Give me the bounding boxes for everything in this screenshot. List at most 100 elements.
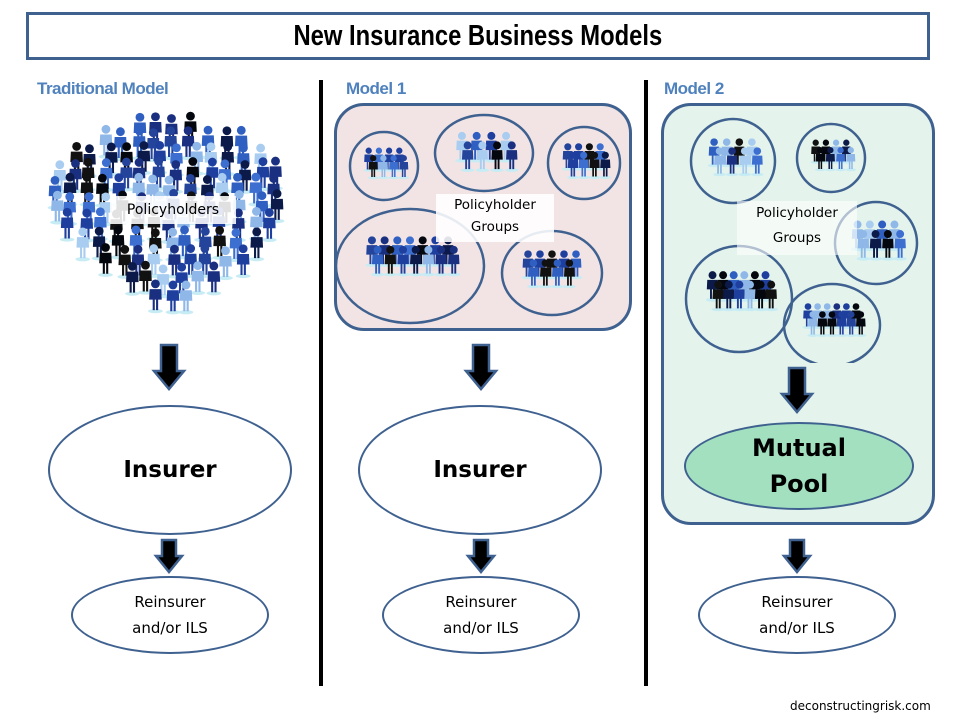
person-figure xyxy=(845,147,857,172)
person-figure xyxy=(388,155,399,180)
person-figure xyxy=(461,141,475,172)
person-figure xyxy=(378,155,389,180)
person-figure xyxy=(527,259,540,289)
person-figure xyxy=(447,245,461,277)
person-figure xyxy=(148,279,163,314)
person-figure xyxy=(725,147,739,177)
person-figure xyxy=(855,311,867,337)
person-figure xyxy=(539,259,552,289)
group-circle xyxy=(348,130,420,202)
reinsurer-line-2: and/or ILS xyxy=(132,619,208,637)
mutual-pool-line-1: Mutual xyxy=(752,434,846,462)
person-figure xyxy=(261,208,277,242)
group-circle xyxy=(433,113,535,193)
reinsurer-line-1: Reinsurer xyxy=(761,593,833,611)
person-figure xyxy=(117,245,133,279)
person-figure xyxy=(732,280,747,312)
person-figure xyxy=(128,225,144,260)
person-figure xyxy=(743,280,757,312)
insurer-node-traditional: Insurer xyxy=(48,405,292,535)
down-arrow-icon xyxy=(153,538,185,574)
person-figure xyxy=(190,261,206,296)
group-circle xyxy=(546,125,622,201)
person-figure xyxy=(59,207,75,242)
person-figure xyxy=(722,280,736,312)
person-figure xyxy=(856,230,870,261)
person-figure xyxy=(588,151,601,180)
caption-line-2: Groups xyxy=(470,219,520,235)
person-figure xyxy=(738,147,751,177)
person-figure xyxy=(367,155,379,180)
person-figure xyxy=(713,147,726,177)
person-figure xyxy=(235,244,251,279)
down-arrow-icon xyxy=(463,343,499,391)
group-circle xyxy=(334,207,486,325)
person-figure xyxy=(75,227,91,262)
model-1-groups xyxy=(334,103,632,331)
person-figure xyxy=(165,280,181,315)
down-arrow-icon xyxy=(781,538,813,574)
caption-line-1: Policyholder xyxy=(756,205,838,221)
person-figure xyxy=(475,141,489,172)
group-circle xyxy=(782,282,882,363)
person-figure xyxy=(138,260,153,295)
down-arrow-icon xyxy=(779,366,815,414)
person-figure xyxy=(893,230,907,261)
model-1-caption: Policyholder Groups xyxy=(436,194,554,242)
insurer-label: Insurer xyxy=(433,457,527,483)
reinsurer-node-model-2: Reinsurer and/or ILS xyxy=(698,576,896,654)
mutual-pool-node: Mutual Pool xyxy=(684,422,914,510)
group-circle xyxy=(500,229,604,317)
person-figure xyxy=(751,147,764,177)
reinsurer-line-2: and/or ILS xyxy=(443,619,519,637)
person-figure xyxy=(398,155,410,180)
person-figure xyxy=(551,259,564,289)
down-arrow-icon xyxy=(151,343,187,391)
group-circle xyxy=(795,122,867,194)
person-figure xyxy=(711,280,725,312)
person-figure xyxy=(826,311,838,337)
person-figure xyxy=(383,245,397,277)
person-figure xyxy=(825,147,836,172)
insurer-label: Insurer xyxy=(123,457,217,483)
person-figure xyxy=(206,261,222,296)
person-figure xyxy=(814,147,826,172)
person-figure xyxy=(249,227,265,262)
column-label-model-1: Model 1 xyxy=(346,79,406,98)
reinsurer-node-traditional: Reinsurer and/or ILS xyxy=(71,576,269,654)
person-figure xyxy=(881,230,895,261)
person-figure xyxy=(177,225,192,260)
people-group-icon xyxy=(334,113,622,325)
person-figure xyxy=(434,245,448,277)
person-figure xyxy=(396,245,410,277)
column-label-traditional: Traditional Model xyxy=(37,79,169,98)
person-figure xyxy=(110,225,126,260)
person-figure xyxy=(124,261,140,296)
person-figure xyxy=(566,151,579,180)
site-credit: deconstructingrisk.com xyxy=(790,699,931,713)
person-figure xyxy=(218,246,233,281)
person-figure xyxy=(505,141,519,172)
person-figure xyxy=(868,230,883,261)
person-figure xyxy=(421,245,436,277)
policyholders-caption: Policyholders xyxy=(110,196,236,224)
column-divider-1 xyxy=(319,80,323,686)
person-figure xyxy=(490,141,504,172)
reinsurer-line-1: Reinsurer xyxy=(445,593,517,611)
mutual-pool-line-2: Pool xyxy=(769,470,829,498)
column-divider-2 xyxy=(644,80,648,686)
person-figure xyxy=(807,311,819,337)
person-figure xyxy=(816,311,828,337)
person-figure xyxy=(753,280,768,312)
caption-line-1: Policyholder xyxy=(454,197,536,213)
person-figure xyxy=(255,157,271,192)
model-2-caption: Policyholder Groups xyxy=(737,201,857,255)
person-figure xyxy=(409,245,423,277)
person-figure xyxy=(370,245,385,277)
person-figure xyxy=(577,151,590,180)
caption-line-2: Groups xyxy=(772,230,822,246)
person-figure xyxy=(764,280,778,312)
title-box: New Insurance Business Models xyxy=(26,12,930,60)
column-label-model-2: Model 2 xyxy=(664,79,724,98)
person-figure xyxy=(563,259,576,289)
